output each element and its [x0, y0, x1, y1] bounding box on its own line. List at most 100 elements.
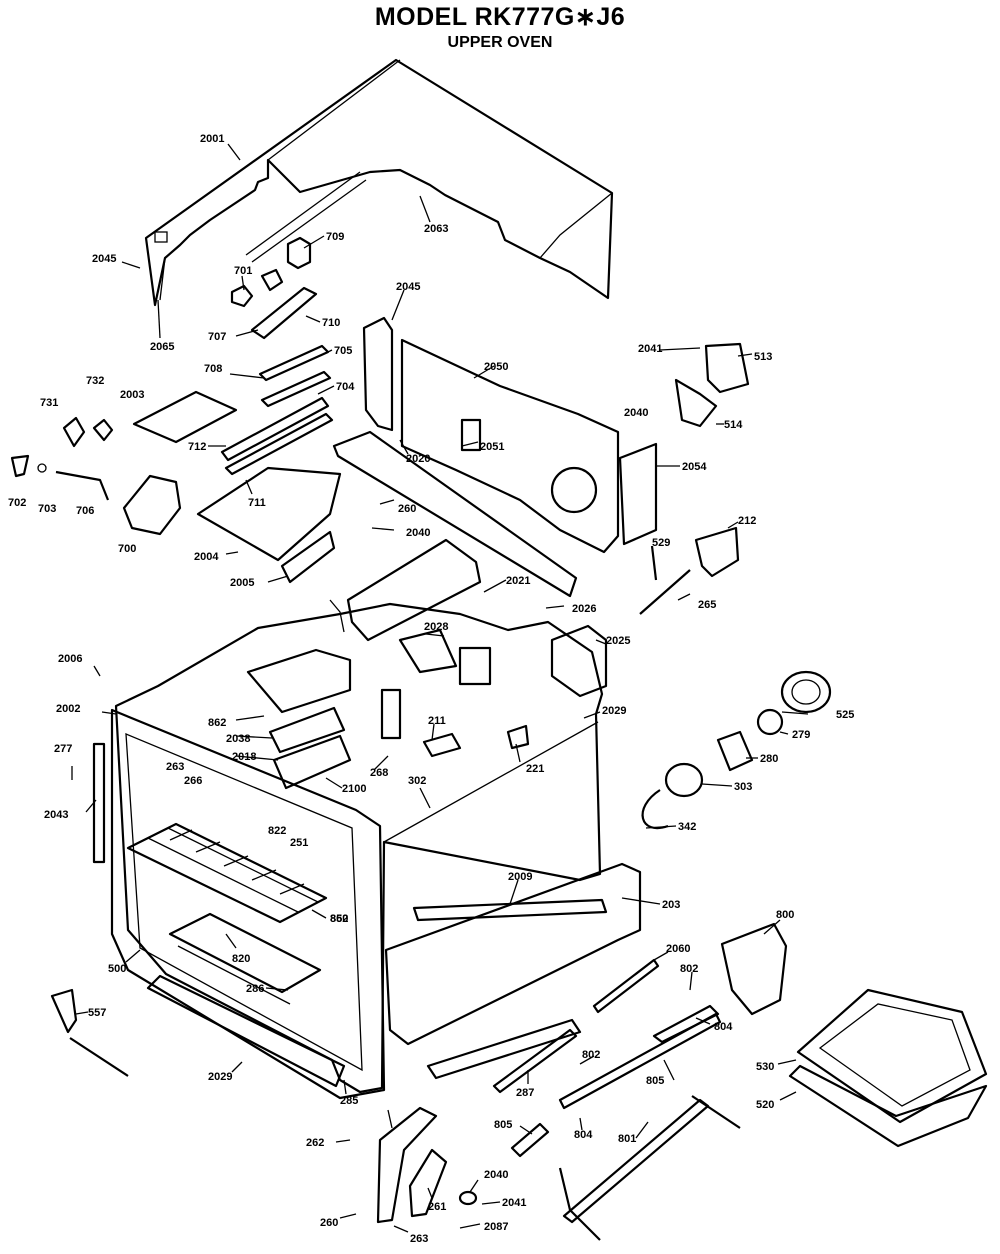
- broil-element: [412, 898, 608, 922]
- part-label: 260: [398, 503, 416, 515]
- broiler-pan: [788, 988, 988, 1148]
- part-label: 203: [662, 899, 680, 911]
- part-label: 2028: [424, 621, 448, 633]
- part-label: 513: [754, 351, 772, 363]
- oven-front-frame: [92, 708, 386, 1100]
- bottom-frame: [146, 862, 642, 1088]
- part-label: 2045: [396, 281, 420, 293]
- part-label: 708: [204, 363, 222, 375]
- part-label: 710: [322, 317, 340, 329]
- part-label: 342: [678, 821, 696, 833]
- oven-switch: [720, 922, 788, 1016]
- part-label: 2054: [682, 461, 707, 473]
- part-label: 700: [118, 543, 136, 555]
- part-label: 709: [326, 231, 344, 243]
- part-label: 2002: [56, 703, 80, 715]
- callout-leaders: [71, 143, 809, 1233]
- part-label: 2004: [194, 551, 219, 563]
- oven-racks: [126, 822, 328, 1005]
- part-label: 2026: [572, 603, 596, 615]
- part-label: 260: [320, 1217, 338, 1229]
- part-label: 2029: [208, 1071, 232, 1083]
- part-label: 2065: [150, 341, 174, 353]
- part-label: 800: [776, 909, 794, 921]
- light-assembly: [641, 670, 832, 830]
- part-label: 2025: [606, 635, 630, 647]
- part-label: 280: [760, 753, 778, 765]
- part-label: 2020: [406, 453, 430, 465]
- part-label: 530: [756, 1061, 774, 1073]
- part-label: 802: [582, 1049, 600, 1061]
- part-label: 2045: [92, 253, 116, 265]
- rear-panel: [362, 316, 620, 554]
- part-label: 2006: [58, 653, 82, 665]
- part-label: 2051: [480, 441, 504, 453]
- part-label: 862: [330, 913, 348, 925]
- diagram-subtitle: UPPER OVEN: [447, 34, 553, 51]
- part-label: 862: [208, 717, 226, 729]
- part-label: 287: [516, 1087, 534, 1099]
- part-label: 212: [738, 515, 756, 527]
- part-label: 525: [836, 709, 854, 721]
- part-label: 805: [494, 1119, 512, 1131]
- latch-plate: [132, 390, 238, 444]
- part-label: 251: [290, 837, 308, 849]
- top-wrapper-shell: [144, 58, 614, 307]
- part-label: 268: [370, 767, 388, 779]
- part-label: 701: [234, 265, 252, 277]
- part-label: 500: [108, 963, 126, 975]
- part-label: 263: [166, 761, 184, 773]
- part-label: 2100: [342, 783, 366, 795]
- part-label: 265: [698, 599, 716, 611]
- part-label: 2018: [232, 751, 256, 763]
- part-label: 2009: [508, 871, 532, 883]
- part-label: 802: [680, 963, 698, 975]
- part-label: 804: [714, 1021, 733, 1033]
- part-label: 2060: [666, 943, 690, 955]
- part-label: 704: [336, 381, 355, 393]
- part-label: 261: [428, 1201, 446, 1213]
- part-label: 732: [86, 375, 104, 387]
- part-label: 514: [724, 419, 743, 431]
- part-label: 557: [88, 1007, 106, 1019]
- part-label: 285: [340, 1095, 358, 1107]
- gas-burner-parts: [492, 958, 741, 1241]
- part-label: 2040: [406, 527, 430, 539]
- part-label: 277: [54, 743, 72, 755]
- part-label: 2087: [484, 1221, 508, 1233]
- part-label: 2029: [602, 705, 626, 717]
- part-label: 286: [246, 983, 264, 995]
- part-label: 529: [652, 537, 670, 549]
- part-label: 279: [792, 729, 810, 741]
- part-label: 731: [40, 397, 58, 409]
- part-label: 262: [306, 1137, 324, 1149]
- thermostat-bracket: [639, 526, 740, 615]
- part-label: 2050: [484, 361, 508, 373]
- part-label: 2001: [200, 133, 224, 145]
- part-label: 820: [232, 953, 250, 965]
- part-label: 712: [188, 441, 206, 453]
- part-label: 2043: [44, 809, 68, 821]
- part-label: 707: [208, 331, 226, 343]
- part-label: 2040: [484, 1169, 508, 1181]
- part-label: 266: [184, 775, 202, 787]
- part-label: 703: [38, 503, 56, 515]
- part-label: 302: [408, 775, 426, 787]
- part-label: 804: [574, 1129, 593, 1141]
- side-plate: [618, 442, 658, 546]
- part-label: 2063: [424, 223, 448, 235]
- part-label: 711: [248, 497, 266, 509]
- oven-cavity-body: [114, 430, 608, 1094]
- part-labels: 2001 2045 2065 2063 709 701 707 710 708 …: [8, 133, 854, 1245]
- part-label: 705: [334, 345, 352, 357]
- part-label: 706: [76, 505, 94, 517]
- part-label: 263: [410, 1233, 428, 1245]
- part-label: 2041: [502, 1197, 526, 1209]
- part-label: 520: [756, 1099, 774, 1111]
- part-label: 2003: [120, 389, 144, 401]
- side-shield-parts: [50, 988, 478, 1224]
- lock-base-plate: [196, 466, 342, 562]
- part-label: 805: [646, 1075, 664, 1087]
- part-label: 2021: [506, 575, 530, 587]
